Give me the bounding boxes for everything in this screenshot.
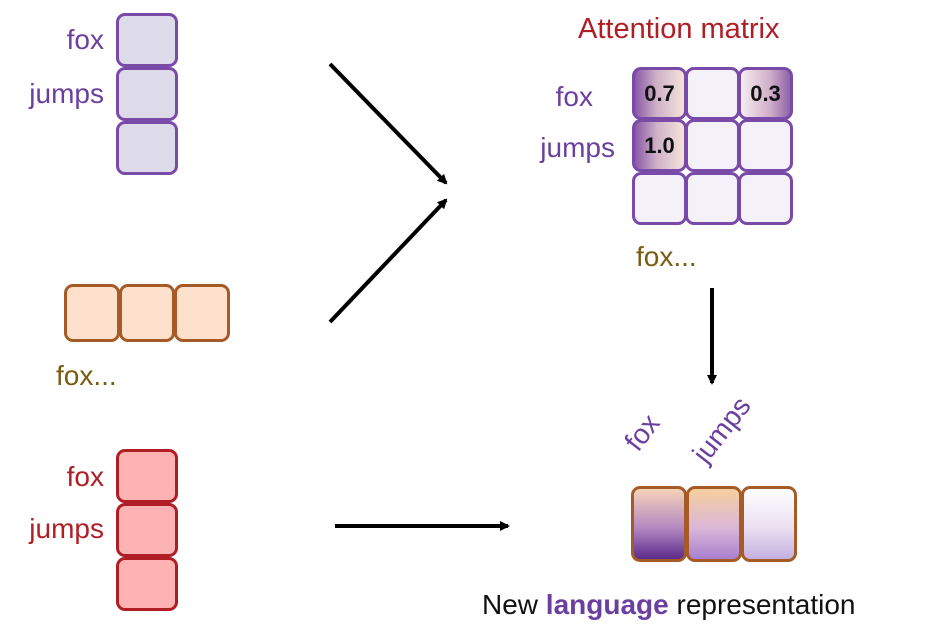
matrix-cell xyxy=(738,172,793,225)
caption-highlight: language xyxy=(545,589,669,620)
query-vector-cell xyxy=(116,13,178,67)
output-cell xyxy=(631,486,687,562)
caption-suffix: representation xyxy=(668,589,856,620)
matrix-cell: 0.3 xyxy=(738,67,793,120)
matrix-cell xyxy=(738,119,793,172)
caption-prefix: New xyxy=(482,589,546,620)
key-vector-cell xyxy=(119,284,175,342)
attention-matrix-title: Attention matrix xyxy=(578,13,780,45)
matrix-column-label: fox... xyxy=(636,241,697,272)
key-arrow xyxy=(328,198,448,324)
value-vector-cell xyxy=(116,557,178,611)
matrix-cell xyxy=(632,172,687,225)
matrix-row-label-fox: fox xyxy=(555,81,593,112)
key-vector-cell xyxy=(64,284,120,342)
matrix-cell: 0.7 xyxy=(632,67,687,120)
value-label-fox: fox xyxy=(66,461,104,492)
matrix-cell: 1.0 xyxy=(632,119,687,172)
value-vector-cell xyxy=(116,503,178,557)
output-cell xyxy=(741,486,797,562)
matrix-cell xyxy=(685,119,740,172)
key-label: fox... xyxy=(56,360,117,391)
matrix-cell xyxy=(685,172,740,225)
query-vector-cell xyxy=(116,67,178,121)
value-label-jumps: jumps xyxy=(29,513,104,544)
matrix-cell xyxy=(685,67,740,120)
query-label-fox: fox xyxy=(66,24,104,55)
matrix-row-label-jumps: jumps xyxy=(540,132,615,163)
value-vector-cell xyxy=(116,449,178,503)
query-vector-cell xyxy=(116,121,178,175)
output-caption: New language representation xyxy=(482,589,856,621)
query-label-jumps: jumps xyxy=(29,78,104,109)
output-cell xyxy=(686,486,742,562)
key-vector-cell xyxy=(174,284,230,342)
query-arrow xyxy=(328,62,448,185)
